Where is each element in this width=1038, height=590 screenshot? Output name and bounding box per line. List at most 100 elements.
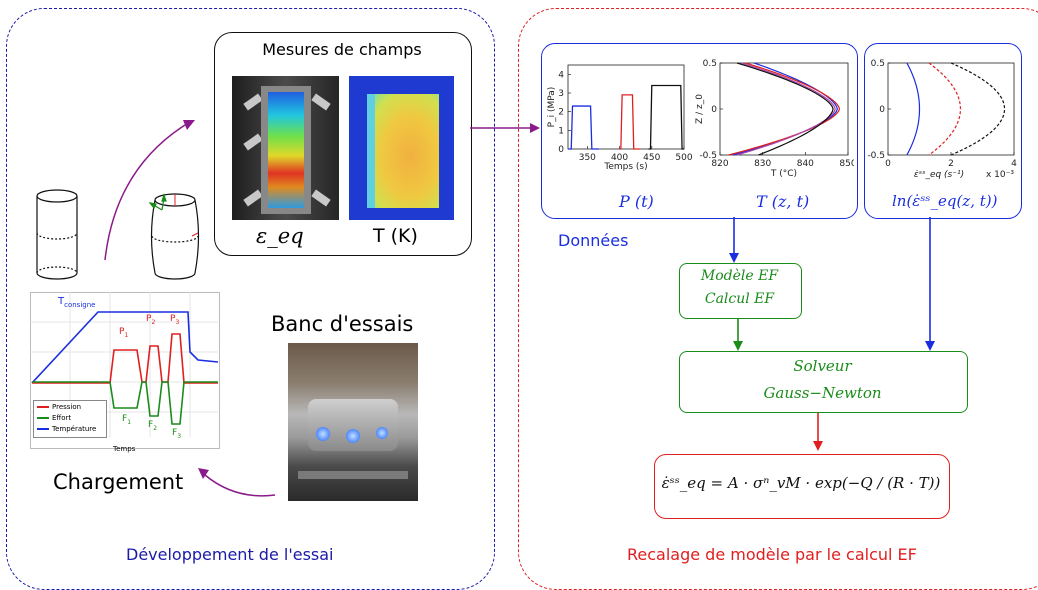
legend-swatch-effort xyxy=(37,417,49,419)
y-axis-label: Z / z_0 xyxy=(695,94,705,124)
p3-label: P3 xyxy=(170,314,179,326)
f2-label: F2 xyxy=(148,420,157,432)
legend-item-temperature: Température xyxy=(37,425,96,433)
temperature-field-image xyxy=(349,76,454,220)
solveur-line2: Gauss−Newton xyxy=(763,384,882,402)
solveur-box xyxy=(679,351,968,413)
x-tick-label: 450 xyxy=(643,153,660,163)
t-consigne-main: T xyxy=(58,296,65,307)
load-effort-line xyxy=(32,381,218,425)
y-tick-label: 0 xyxy=(879,105,885,115)
law-box xyxy=(654,454,950,519)
chargement-label: Chargement xyxy=(53,470,184,494)
f2-main: F xyxy=(148,420,154,430)
modele-ef-box xyxy=(679,263,802,319)
p1-main: P xyxy=(119,327,125,337)
x-axis-label: ε̇ˢˢ_eq (s⁻¹) xyxy=(914,170,964,180)
flow-arrows-left xyxy=(104,120,276,497)
y-tick-label: 4 xyxy=(558,70,564,80)
x-tick-label: 4 xyxy=(1011,159,1017,169)
p2-sub: 2 xyxy=(151,318,156,326)
y-tick-label: 1 xyxy=(558,126,564,136)
x-tick-label: 820 xyxy=(711,159,728,169)
ln-label: ln(ε̇ˢˢ_eq(z, t)) xyxy=(892,192,998,210)
connector-arrow xyxy=(470,123,540,133)
legend-swatch-temperature xyxy=(37,428,49,430)
y-tick-label: 2 xyxy=(558,108,564,118)
load-plot-xlabel: Temps xyxy=(113,445,136,453)
temperature-label: T (K) xyxy=(373,225,418,247)
t-consigne-sub: consigne xyxy=(64,301,96,309)
x-axis-label: T (°C) xyxy=(770,169,797,179)
f3-label: F3 xyxy=(172,428,181,440)
legend-item-pression: Pression xyxy=(37,403,81,411)
f1-main: F xyxy=(122,414,128,424)
p3-main: P xyxy=(170,314,176,324)
pt-label: P (t) xyxy=(619,192,654,211)
load-pression-line xyxy=(32,333,218,384)
x-tick-label: 850 xyxy=(839,159,854,169)
flow-arrows-right xyxy=(729,217,935,451)
modele-ef-line1: Modèle EF xyxy=(700,268,779,284)
x-tick-label: 500 xyxy=(675,153,692,163)
x-tick-label: 2 xyxy=(948,159,954,169)
plot-area xyxy=(887,62,1015,156)
strain-field-image xyxy=(232,76,339,220)
pressure-series-2 xyxy=(648,84,684,150)
y-tick-label: -0.5 xyxy=(699,151,717,161)
f2-sub: 2 xyxy=(153,424,158,432)
p2-label: P2 xyxy=(146,314,155,326)
pressure-series-0 xyxy=(568,105,599,150)
y-tick-label: -0.5 xyxy=(867,151,885,161)
load-temperature-line xyxy=(31,311,218,384)
cylinder-sketches xyxy=(36,189,200,280)
y-tick-label: 0 xyxy=(711,105,717,115)
x-tick-label: 400 xyxy=(611,153,628,163)
temperature-series-1 xyxy=(728,62,841,156)
mesures-title: Mesures de champs xyxy=(262,40,422,59)
x-axis-unit: x 10⁻³ xyxy=(986,170,1014,180)
solveur-line1: Solveur xyxy=(793,357,852,375)
legend-label-temperature: Température xyxy=(52,425,97,433)
y-tick-label: 0.5 xyxy=(871,59,885,69)
x-tick-label: 840 xyxy=(797,159,814,169)
y-tick-label: 0.5 xyxy=(703,59,717,69)
left-panel-title: Développement de l'essai xyxy=(126,545,334,564)
banc-label: Banc d'essais xyxy=(271,312,414,336)
f1-sub: 1 xyxy=(127,418,132,426)
x-tick-label: 830 xyxy=(754,159,771,169)
plot-area xyxy=(719,62,849,156)
f1-label: F1 xyxy=(122,414,131,426)
p2-main: P xyxy=(146,314,152,324)
t-consigne-label: Tconsigne xyxy=(58,296,95,309)
p3-sub: 3 xyxy=(175,318,180,326)
y-tick-label: 0 xyxy=(558,145,564,155)
f3-sub: 3 xyxy=(177,432,182,440)
p1-sub: 1 xyxy=(124,331,129,339)
modele-ef-line2: Calcul EF xyxy=(704,291,775,307)
legend-label-pression: Pression xyxy=(52,403,82,411)
pressure-series-1 xyxy=(619,94,641,150)
donnees-label: Données xyxy=(558,231,629,250)
y-axis-label: P_i (MPa) xyxy=(547,87,557,128)
law-formula: ε̇ˢˢ_eq = A · σⁿ_vM · exp(−Q / (R · T)) xyxy=(661,474,941,492)
tzt-label: T (z, t) xyxy=(756,192,810,211)
right-panel-title: Recalage de modèle par le calcul EF xyxy=(627,545,917,564)
p1-label: P1 xyxy=(119,327,128,339)
legend-label-effort: Effort xyxy=(52,414,72,422)
temperature-series-3 xyxy=(736,62,834,156)
temperature-series-2 xyxy=(736,62,836,156)
load-plot-legend: Pression Effort Température xyxy=(33,400,107,438)
x-axis-label: Temps (s) xyxy=(603,162,647,172)
legend-item-effort: Effort xyxy=(37,414,71,422)
strain-rate-series-1 xyxy=(928,62,962,156)
strain-rate-series-0 xyxy=(906,62,921,156)
strain-label: ε_eq xyxy=(256,224,304,248)
legend-swatch-pression xyxy=(37,406,49,408)
x-tick-label: 350 xyxy=(579,153,596,163)
test-bench-photo xyxy=(288,343,418,501)
plot-area xyxy=(567,64,685,150)
